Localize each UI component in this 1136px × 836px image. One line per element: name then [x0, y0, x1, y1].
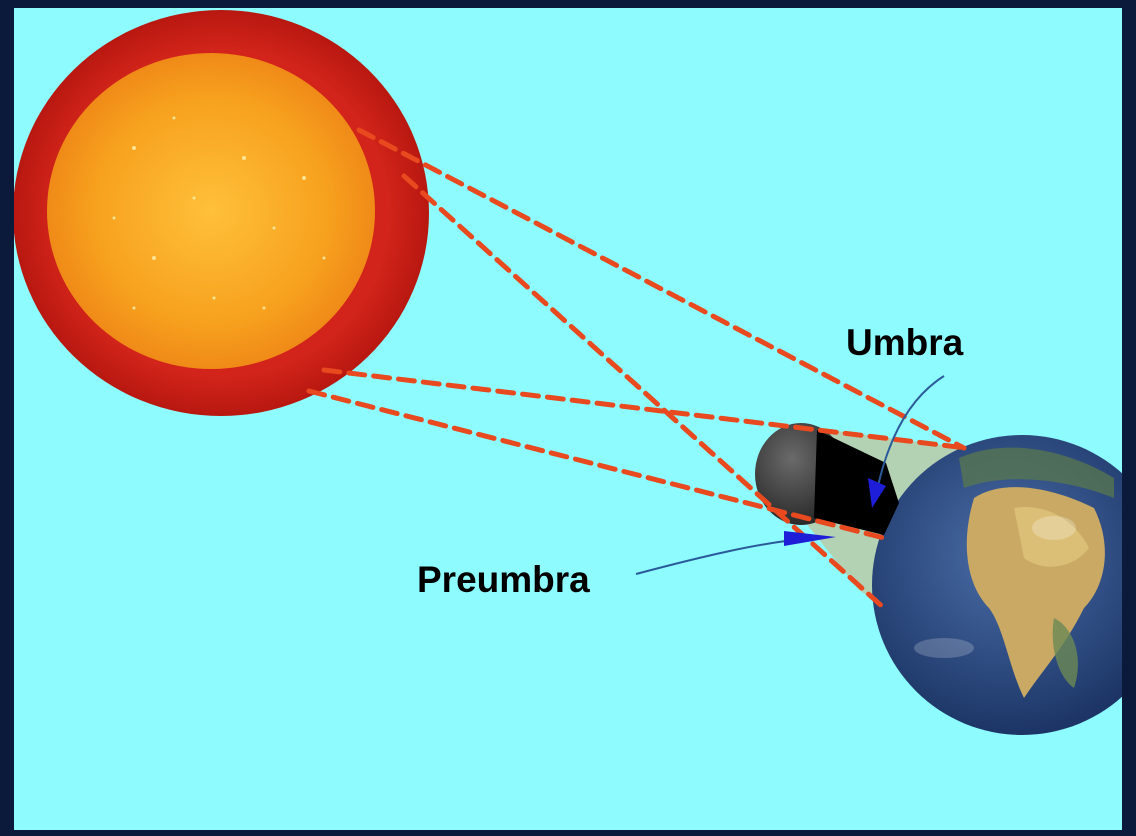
penumbra-pointer	[636, 531, 836, 574]
sun-icon	[14, 10, 429, 416]
diagram-panel: Umbra Preumbra	[14, 8, 1122, 830]
umbra-label: Umbra	[846, 324, 963, 361]
penumbra-label: Preumbra	[417, 561, 590, 598]
eclipse-diagram	[14, 8, 1122, 830]
